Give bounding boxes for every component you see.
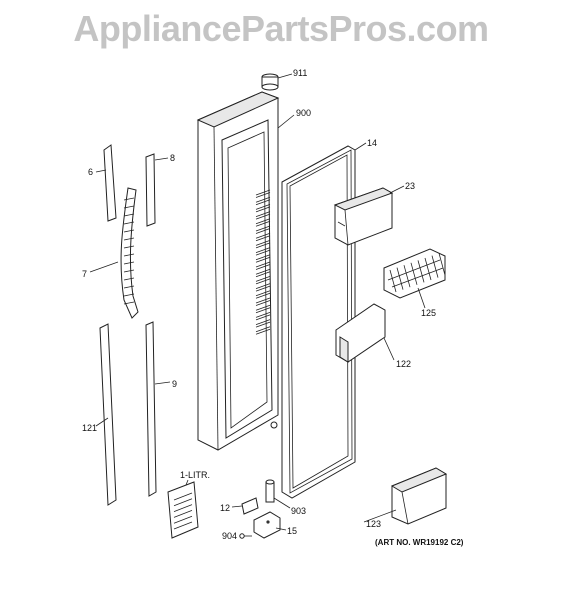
label-8: 8 <box>170 153 175 163</box>
part-911-cap <box>261 73 293 91</box>
part-904-screw <box>239 533 252 539</box>
label-1-litr: 1-LITR. <box>180 470 210 480</box>
part-900-door-shell <box>196 91 295 451</box>
label-911: 911 <box>293 68 307 78</box>
art-number: (ART NO. WR19192 C2) <box>375 538 464 547</box>
label-123: 123 <box>366 519 381 529</box>
part-903-pin <box>265 479 291 509</box>
label-122: 122 <box>396 359 411 369</box>
part-125-wire-rack <box>383 248 446 309</box>
label-903: 903 <box>291 506 306 516</box>
part-15-hinge <box>253 511 287 539</box>
part-6-trim <box>95 144 117 222</box>
label-7: 7 <box>82 269 87 279</box>
label-12: 12 <box>220 503 230 513</box>
label-121: 121 <box>82 423 97 433</box>
part-8-strip <box>145 153 169 227</box>
part-12-clip <box>231 497 259 515</box>
part-123-bin <box>363 467 448 525</box>
site-watermark: AppliancePartsPros.com <box>73 8 489 49</box>
label-6: 6 <box>88 167 93 177</box>
label-14: 14 <box>367 138 377 148</box>
part-23-bin <box>333 185 405 246</box>
label-125: 125 <box>421 308 436 318</box>
label-900: 900 <box>296 108 311 118</box>
part-7-handle <box>89 187 139 319</box>
label-23: 23 <box>405 181 415 191</box>
part-9-strip <box>145 321 171 497</box>
label-904: 904 <box>222 531 237 541</box>
part-1-litr-literature <box>167 479 199 539</box>
part-121-trim <box>95 323 117 506</box>
label-15: 15 <box>287 526 297 536</box>
label-9: 9 <box>172 379 177 389</box>
part-122-bin <box>335 303 395 363</box>
